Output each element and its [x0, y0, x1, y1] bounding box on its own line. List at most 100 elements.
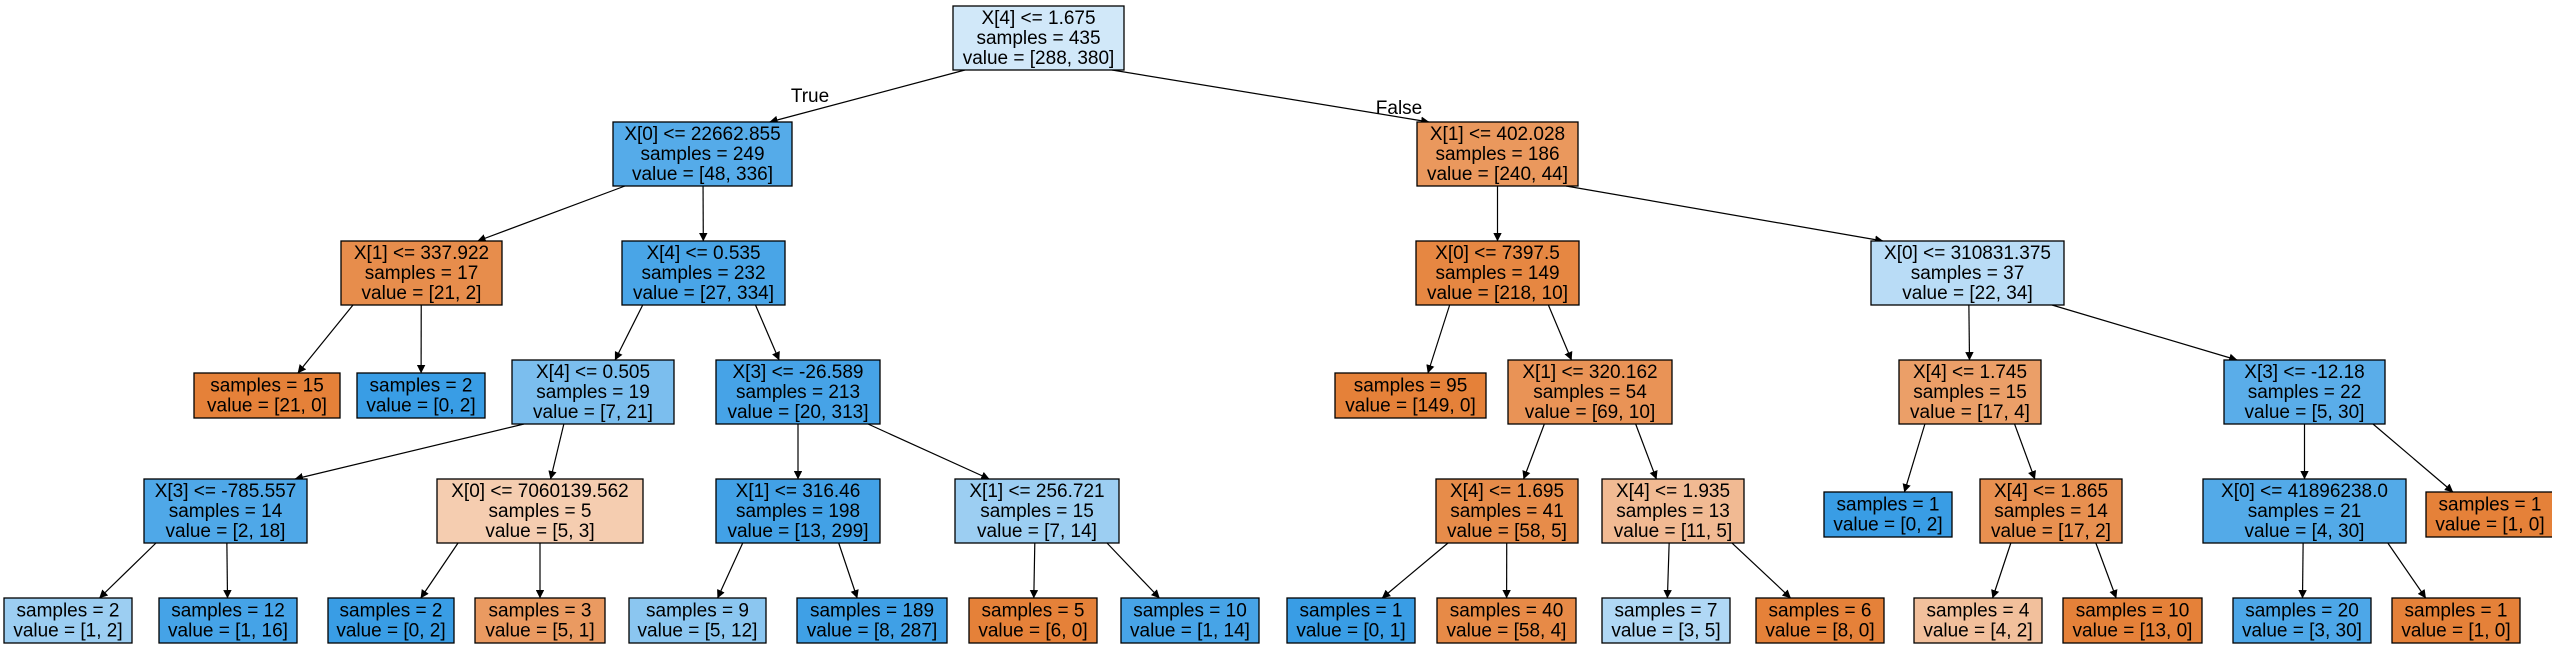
node-text-line: samples = 41 — [1450, 501, 1564, 522]
node-text-line: value = [1, 0] — [2435, 515, 2544, 536]
node-text-line: samples = 13 — [1616, 501, 1730, 522]
node-text-line: value = [1, 2] — [13, 621, 122, 642]
node-box — [1913, 597, 2043, 644]
node-text-line: samples = 1 — [2439, 495, 2542, 516]
edge-n17-n30 — [838, 542, 859, 599]
node-box — [1435, 478, 1579, 544]
node-box — [1416, 121, 1579, 187]
edge-n9-n15 — [294, 423, 525, 482]
node-text-line: X[0] <= 310831.375 — [1884, 243, 2051, 264]
edge-n22-n37 — [1991, 542, 2012, 599]
node-text-line: value = [4, 30] — [2245, 521, 2365, 542]
node-box — [1436, 597, 1577, 644]
node-text-line: value = [21, 0] — [207, 396, 327, 417]
node-text-line: samples = 213 — [736, 382, 860, 403]
node-text-line: samples = 17 — [365, 263, 479, 284]
node-text-line: value = [1, 14] — [1130, 621, 1250, 642]
edge-n1-n3 — [477, 185, 626, 243]
edge-n19-n33 — [1381, 542, 1449, 599]
edge-n12-n19 — [1522, 423, 1545, 480]
node-text-line: X[0] <= 41896238.0 — [2221, 481, 2388, 502]
edge-n5-n12 — [1547, 304, 1573, 361]
node-text-line: samples = 40 — [1450, 601, 1564, 622]
edge-n20-n35 — [1663, 542, 1672, 599]
node-text-line: samples = 20 — [2245, 601, 2359, 622]
node-box — [474, 597, 606, 644]
node-box — [2223, 359, 2386, 425]
node-box — [1286, 597, 1416, 644]
node-text-line: value = [1, 16] — [168, 621, 288, 642]
edge-layer — [99, 69, 2454, 599]
node-text-line: X[1] <= 256.721 — [969, 481, 1104, 502]
node-box — [2391, 597, 2521, 644]
node-text-line: samples = 1 — [2405, 601, 2508, 622]
node-text-line: samples = 2 — [340, 601, 443, 622]
node-text-line: X[4] <= 0.535 — [646, 243, 760, 264]
node-text-line: value = [2, 18] — [166, 521, 286, 542]
node-box — [436, 478, 644, 544]
node-text-line: samples = 6 — [1769, 601, 1872, 622]
node-text-line: value = [1, 0] — [2401, 621, 2510, 642]
edge-label-false: False — [1376, 98, 1422, 119]
edge-n0-n2 — [1111, 69, 1430, 125]
node-text-line: X[1] <= 316.46 — [736, 481, 861, 502]
node-box — [143, 478, 308, 544]
edge-n6-n13 — [1965, 304, 1974, 361]
node-text-line: X[3] <= -785.557 — [155, 481, 297, 502]
node-box — [612, 121, 793, 187]
node-text-line: value = [5, 30] — [2245, 402, 2365, 423]
node-text-line: value = [7, 21] — [533, 402, 653, 423]
node-text-line: value = [8, 0] — [1765, 621, 1874, 642]
node-text-line: samples = 2 — [370, 376, 473, 397]
node-box — [968, 597, 1098, 644]
node-box — [1870, 240, 2065, 306]
node-text-line: samples = 54 — [1533, 382, 1647, 403]
node-text-line: value = [0, 1] — [1296, 621, 1405, 642]
node-text-line: value = [6, 0] — [978, 621, 1087, 642]
node-text-line: samples = 15 — [980, 501, 1094, 522]
node-text-line: value = [288, 380] — [963, 48, 1115, 69]
edge-n4-n10 — [754, 304, 780, 361]
node-text-line: X[4] <= 1.935 — [1616, 481, 1730, 502]
node-box — [715, 478, 881, 544]
edge-n20-n36 — [1731, 542, 1792, 599]
node-text-line: samples = 14 — [169, 501, 283, 522]
node-box — [2202, 478, 2407, 544]
node-text-line: value = [0, 2] — [1833, 515, 1942, 536]
edge-n13-n21 — [1902, 423, 1926, 493]
edge-n12-n20 — [1635, 423, 1658, 480]
edge-n10-n18 — [867, 423, 990, 480]
node-text-line: samples = 1 — [1300, 601, 1403, 622]
node-text-line: samples = 149 — [1435, 263, 1559, 284]
node-text-line: samples = 249 — [640, 144, 764, 165]
node-text-line: value = [8, 287] — [807, 621, 937, 642]
node-box — [1507, 359, 1673, 425]
node-text-line: samples = 4 — [1927, 601, 2030, 622]
node-box — [952, 5, 1125, 71]
node-text-line: samples = 198 — [736, 501, 860, 522]
node-text-line: value = [5, 12] — [638, 621, 758, 642]
node-text-line: value = [48, 336] — [632, 164, 773, 185]
node-text-line: value = [17, 4] — [1910, 402, 2030, 423]
node-box — [954, 478, 1120, 544]
node-box — [340, 240, 503, 306]
node-text-line: samples = 7 — [1615, 601, 1718, 622]
node-text-line: samples = 9 — [646, 601, 749, 622]
node-box — [3, 597, 133, 644]
node-text-line: value = [20, 313] — [727, 402, 868, 423]
